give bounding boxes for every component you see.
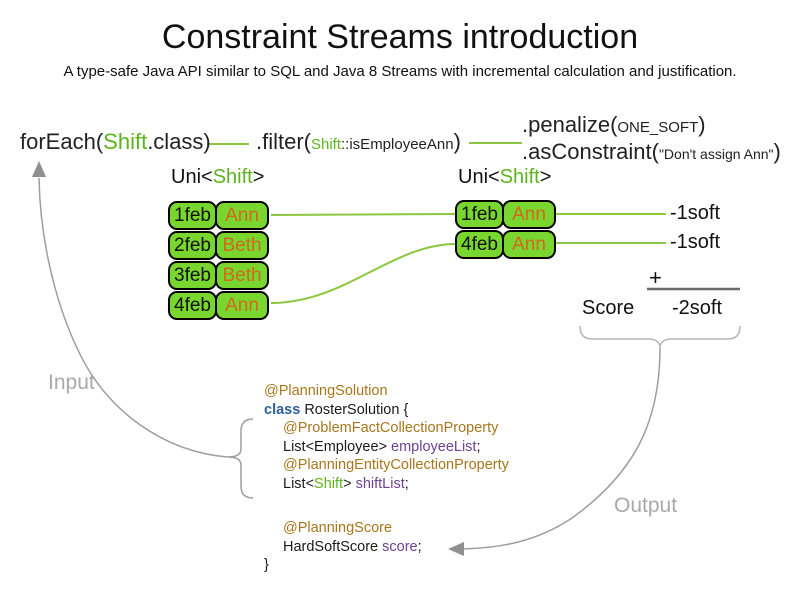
shift-date-cell: 1feb xyxy=(455,200,504,229)
code-token: ; xyxy=(404,475,409,492)
code-line: class RosterSolution { xyxy=(264,401,509,420)
code-line: HardSoftScore score; xyxy=(264,538,509,557)
foreach-expression: forEach(Shift.class) xyxy=(20,129,211,155)
constraint-name: "Don't assign Ann" xyxy=(658,146,774,162)
code-token: > xyxy=(343,475,356,492)
shift-type-token: Shift xyxy=(314,475,344,492)
code-annotation: @PlanningScore xyxy=(283,520,393,536)
shift-date-cell: 4feb xyxy=(455,230,504,259)
score-label: Score xyxy=(582,297,635,319)
output-label: Output xyxy=(614,494,678,517)
penalize-close: ) xyxy=(698,112,706,137)
shift-employee-cell: Beth xyxy=(215,231,269,260)
output-arrowhead-icon xyxy=(448,542,464,556)
shift-type-token: Shift xyxy=(311,136,342,153)
code-block: @PlanningSolution class RosterSolution {… xyxy=(264,382,509,575)
code-token: } xyxy=(264,557,269,573)
table-row: 1feb Ann xyxy=(455,200,556,229)
filter-close: ) xyxy=(453,129,461,154)
code-line: @PlanningScore xyxy=(264,519,509,538)
foreach-close: .class) xyxy=(147,129,211,154)
filter-call: .filter( xyxy=(256,129,311,154)
shift-date-cell: 1feb xyxy=(168,201,217,230)
code-line: @PlanningSolution xyxy=(264,382,509,401)
penalty-value-2: -1soft xyxy=(670,231,721,253)
plus-sign: + xyxy=(649,265,662,290)
shift-employee-cell: Ann xyxy=(215,201,269,230)
code-token: ; xyxy=(476,438,481,455)
foreach-call: forEach( xyxy=(20,129,104,154)
uni-generic-open: Uni< xyxy=(171,166,213,188)
page-subtitle: A type-safe Java API similar to SQL and … xyxy=(63,63,737,80)
asconstraint-expression: .asConstraint("Don't assign Ann") xyxy=(522,139,781,165)
table-row: 2feb Beth xyxy=(168,231,269,260)
code-line: List<Shift> shiftList; xyxy=(264,475,509,494)
uni-generic-close: > xyxy=(539,166,552,188)
code-token: RosterSolution { xyxy=(300,401,409,418)
shift-type-token: Shift xyxy=(212,166,253,188)
shift-date-cell: 2feb xyxy=(168,231,217,260)
code-field: shiftList xyxy=(355,475,405,492)
code-line: @ProblemFactCollectionProperty xyxy=(264,419,509,438)
shift-employee-cell: Ann xyxy=(502,200,556,229)
shift-date-cell: 4feb xyxy=(168,291,217,320)
code-keyword: class xyxy=(264,401,301,418)
shift-employee-cell: Ann xyxy=(215,291,269,320)
input-arrow-curve xyxy=(38,177,229,458)
code-annotation: @PlanningSolution xyxy=(264,383,388,399)
asconstraint-call: .asConstraint( xyxy=(522,139,659,164)
code-field: score xyxy=(382,538,418,555)
row-link-4feb xyxy=(270,243,457,304)
uni-generic-open: Uni< xyxy=(458,166,500,188)
row-link-1feb xyxy=(270,213,457,216)
code-annotation: @ProblemFactCollectionProperty xyxy=(283,420,499,436)
code-token: List<Employee> xyxy=(283,438,392,455)
penalize-weight: ONE_SOFT xyxy=(617,119,699,136)
code-line: @PlanningEntityCollectionProperty xyxy=(264,456,509,475)
output-arrow-curve xyxy=(461,347,661,550)
filter-expression: .filter(Shift::isEmployeeAnn) xyxy=(256,129,461,155)
shift-employee-cell: Beth xyxy=(215,261,269,290)
table-row: 3feb Beth xyxy=(168,261,269,290)
code-annotation: @PlanningEntityCollectionProperty xyxy=(283,457,509,473)
uni-generic-close: > xyxy=(252,166,265,188)
code-token: ; xyxy=(417,538,422,555)
right-stream-type-label: Uni<Shift> xyxy=(458,166,551,189)
code-line: List<Employee> employeeList; xyxy=(264,438,509,457)
table-row: 4feb Ann xyxy=(455,230,556,259)
code-token: HardSoftScore xyxy=(283,538,383,555)
input-label: Input xyxy=(48,371,95,394)
table-row: 4feb Ann xyxy=(168,291,269,320)
code-blank-line xyxy=(264,493,509,519)
shift-type-token: Shift xyxy=(499,166,540,188)
filter-method-ref: ::isEmployeeAnn xyxy=(341,136,454,153)
shift-employee-cell: Ann xyxy=(502,230,556,259)
code-brace xyxy=(227,418,254,499)
shift-type-token: Shift xyxy=(103,129,148,154)
table-row: 1feb Ann xyxy=(168,201,269,230)
shift-date-cell: 3feb xyxy=(168,261,217,290)
right-stream-table: 1feb Ann 4feb Ann xyxy=(455,200,556,260)
code-line: } xyxy=(264,556,509,575)
input-arrowhead-icon xyxy=(32,161,46,177)
asconstraint-close: ) xyxy=(773,139,781,164)
score-total: -2soft xyxy=(672,297,723,319)
left-stream-table: 1feb Ann 2feb Beth 3feb Beth 4feb Ann xyxy=(168,201,269,321)
page-title: Constraint Streams introduction xyxy=(161,18,639,56)
penalize-expression: .penalize(ONE_SOFT) xyxy=(522,112,706,138)
left-stream-type-label: Uni<Shift> xyxy=(171,166,264,189)
score-brace xyxy=(579,325,741,349)
penalty-value-1: -1soft xyxy=(670,202,721,224)
code-field: employeeList xyxy=(391,438,477,455)
code-token: List< xyxy=(283,475,315,492)
penalize-call: .penalize( xyxy=(522,112,618,137)
